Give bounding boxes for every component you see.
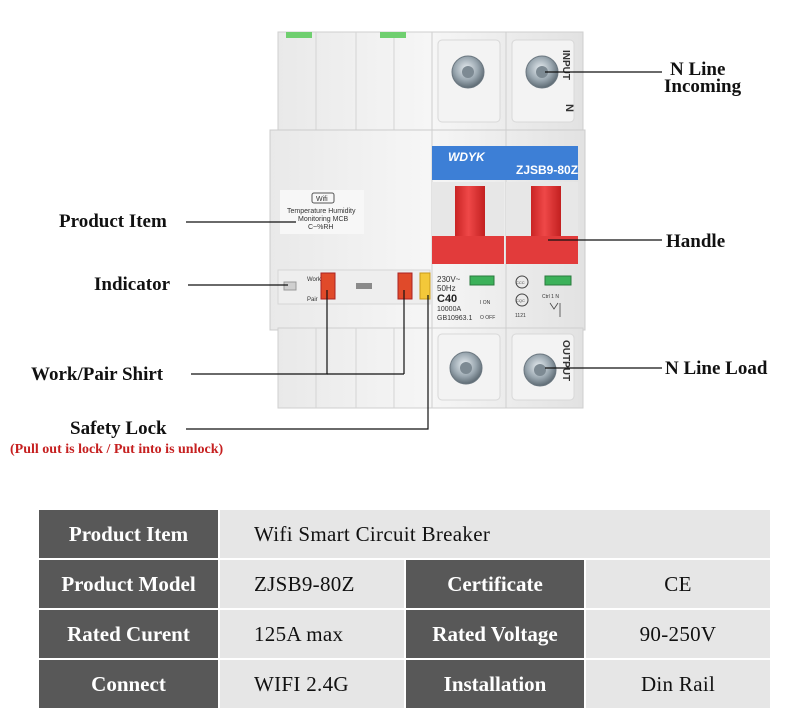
spec-value-installation: Din Rail — [583, 658, 773, 710]
svg-text:Temperature Humidity: Temperature Humidity — [287, 208, 356, 215]
callout-n-line-load: N Line Load — [665, 358, 768, 379]
table-row: Rated Curent 125A max Rated Voltage 90-2… — [37, 608, 773, 660]
brand-strip — [432, 146, 578, 180]
callout-handle: Handle — [666, 231, 726, 252]
bottom-terminal-block — [277, 327, 584, 409]
table-row: Product Item Wifi Smart Circuit Breaker — [37, 508, 773, 560]
spec-value-certificate: CE — [583, 558, 773, 610]
work-pair-switch — [320, 272, 336, 300]
spec-value-model: ZJSB9-80Z — [218, 558, 406, 610]
svg-text:Ctrl 1 N: Ctrl 1 N — [542, 294, 559, 300]
spec-key-connect: Connect — [37, 658, 220, 710]
svg-text:C40: C40 — [437, 293, 457, 305]
svg-text:O OFF: O OFF — [480, 315, 495, 321]
input-label: INPUT — [560, 50, 571, 80]
spec-value-connect: WIFI 2.4G — [218, 658, 406, 710]
safety-lock-tab — [419, 272, 431, 300]
control-strip: Work Pair — [277, 269, 431, 305]
svg-text:GB10963.1: GB10963.1 — [437, 315, 473, 322]
front-label: Wifi Temperature Humidity Monitoring MCB… — [280, 190, 364, 234]
callout-product-item: Product Item — [59, 211, 167, 232]
spec-key-product-item: Product Item — [37, 508, 220, 560]
spec-key-certificate: Certificate — [404, 558, 586, 610]
model-label: ZJSB9-80Z — [516, 163, 578, 177]
svg-text:50Hz: 50Hz — [437, 284, 456, 293]
switch-slot — [356, 283, 372, 289]
table-row: Connect WIFI 2.4G Installation Din Rail — [37, 658, 773, 710]
callout-n-line-incoming-2: Incoming — [664, 76, 742, 97]
table-row: Product Model ZJSB9-80Z Certificate CE — [37, 558, 773, 610]
svg-text:10000A: 10000A — [437, 306, 461, 313]
callout-safety-lock: Safety Lock — [70, 418, 167, 439]
svg-text:Work: Work — [307, 277, 322, 283]
circuit-breaker-illustration: INPUT N WDYK ZJSB9-80Z Wifi Temperature … — [186, 31, 662, 430]
svg-text:CCC: CCC — [516, 280, 525, 285]
wifi-badge: Wifi — [316, 196, 328, 203]
svg-text:I ON: I ON — [480, 300, 491, 306]
spec-key-voltage: Rated Voltage — [404, 608, 586, 660]
svg-text:C~%RH: C~%RH — [308, 224, 333, 231]
callout-indicator: Indicator — [94, 274, 170, 295]
svg-text:230V~: 230V~ — [437, 275, 461, 284]
brand-logo: WDYK — [448, 150, 486, 164]
svg-text:Pair: Pair — [307, 297, 318, 303]
safety-lock-note: (Pull out is lock / Put into is unlock) — [10, 442, 224, 457]
indicator-light — [283, 281, 297, 291]
spec-key-installation: Installation — [404, 658, 586, 710]
handle-right — [531, 186, 561, 236]
spec-key-current: Rated Curent — [37, 608, 220, 660]
spec-value-product-item: Wifi Smart Circuit Breaker — [217, 508, 773, 560]
leader-lines — [186, 71, 662, 430]
spec-value-voltage: 90-250V — [583, 608, 773, 660]
spec-key-model: Product Model — [37, 558, 220, 610]
safety-lock-switch — [397, 272, 413, 300]
callout-n-line-incoming-1: N Line — [670, 59, 726, 80]
svg-text:Monitoring MCB: Monitoring MCB — [298, 216, 349, 223]
svg-text:1121: 1121 — [515, 313, 526, 319]
svg-text:CQC: CQC — [516, 298, 525, 303]
handle-left — [455, 186, 485, 236]
spec-value-current: 125A max — [218, 608, 406, 660]
n-label-top: N — [563, 104, 575, 112]
spec-table: Product Item Wifi Smart Circuit Breaker … — [37, 508, 773, 710]
callout-work-pair: Work/Pair Shirt — [31, 364, 164, 385]
output-label: OUTPUT — [560, 340, 571, 381]
ratings-label: 230V~ 50Hz C40 10000A GB10963.1 I ON O O… — [437, 275, 572, 322]
